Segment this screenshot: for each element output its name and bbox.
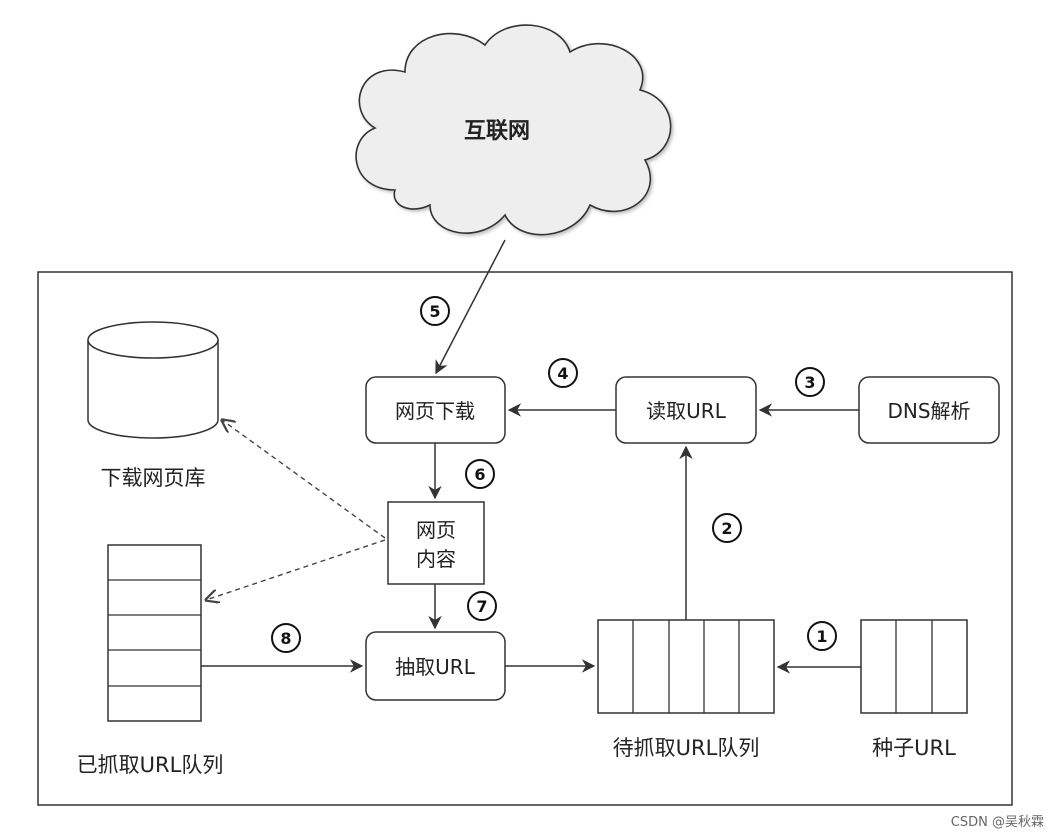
step-3-number: 3 (804, 373, 815, 392)
crawled-queue-label: 已抓取URL队列 (77, 753, 224, 777)
read-url-label: 读取URL (646, 399, 727, 423)
step-3-badge: 3 (795, 367, 825, 397)
step-7-number: 7 (476, 597, 487, 616)
step-5-badge: 5 (420, 296, 450, 326)
pending-queue-label: 待抓取URL队列 (613, 736, 760, 760)
step-6-badge: 6 (465, 459, 495, 489)
step-7-badge: 7 (467, 591, 497, 621)
internet-cloud (355, 24, 672, 236)
internet-label: 互联网 (464, 119, 530, 144)
edge-content-to-crawled (206, 539, 386, 600)
seed-queue-icon (860, 619, 968, 714)
db-label: 下载网页库 (101, 466, 206, 490)
edge-content-to-db (222, 420, 386, 539)
page-content-node (387, 501, 485, 585)
content-label-line2: 内容 (416, 547, 456, 571)
step-8-number: 8 (280, 629, 291, 648)
step-2-number: 2 (721, 519, 732, 538)
dns-label: DNS解析 (887, 399, 970, 423)
seed-label: 种子URL (872, 736, 956, 760)
step-8-badge: 8 (271, 623, 301, 653)
step-6-number: 6 (474, 465, 485, 484)
step-1-badge: 1 (807, 621, 837, 651)
step-1-number: 1 (816, 627, 827, 646)
download-db-icon (87, 321, 219, 439)
content-label-line1: 网页 (416, 518, 456, 542)
system-boundary (37, 271, 1013, 806)
download-label: 网页下载 (395, 399, 475, 423)
watermark: CSDN @吴秋霖 (950, 815, 1044, 830)
step-4-badge: 4 (548, 358, 578, 388)
pending-queue-icon (597, 619, 775, 714)
step-4-number: 4 (557, 364, 568, 383)
step-5-number: 5 (429, 302, 440, 321)
extract-url-label: 抽取URL (395, 655, 476, 679)
crawled-queue-icon (107, 544, 202, 722)
step-2-badge: 2 (712, 513, 742, 543)
edge-internet-to-download (435, 239, 506, 375)
